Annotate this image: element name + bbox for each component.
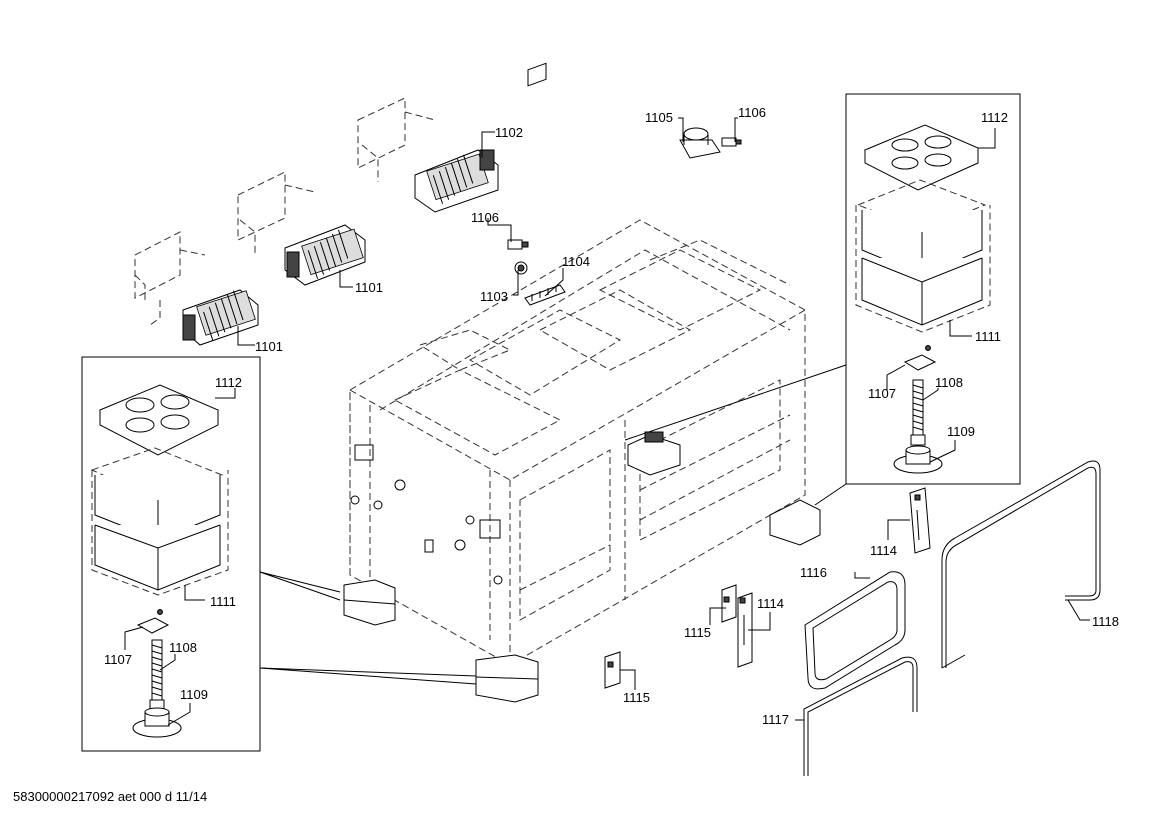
mounting-plate-1112-left	[98, 384, 220, 456]
fan-bracket-1	[134, 231, 206, 326]
part-label-1112: 1112	[215, 375, 242, 390]
part-label-1102: 1102	[495, 125, 523, 140]
hinge-1114-lower	[737, 592, 753, 668]
door-gasket-1116	[804, 571, 906, 690]
leader-lines	[124, 117, 1090, 735]
connector-lines-left	[259, 571, 477, 685]
part-label-1106: 1106	[471, 210, 499, 225]
part-label-1111: 1111	[210, 594, 236, 609]
hinge-1115-upper	[721, 584, 737, 623]
part-label-1117: 1117	[762, 712, 789, 727]
thermostat-1105	[679, 127, 721, 159]
mounting-plate-1112-right	[863, 124, 980, 191]
part-label-1107: 1107	[104, 652, 132, 667]
part-label-1103: 1103	[480, 289, 508, 304]
part-label-1109: 1109	[947, 424, 975, 439]
hinge-1115-lower	[604, 651, 621, 689]
cabinet-frame	[349, 219, 806, 666]
part-labels: 1101 1101 1102 1103 1104 1105 1106 1106 …	[104, 105, 1119, 727]
washer-1107-left	[136, 609, 170, 634]
part-label-1118: 1118	[1092, 614, 1119, 629]
part-label-1115: 1115	[684, 625, 711, 640]
fan-blower-1101b	[284, 224, 366, 286]
part-label-1101: 1101	[355, 280, 383, 295]
foot-1109-right	[893, 445, 943, 474]
fan-blower-1102	[414, 149, 499, 213]
part-label-1115: 1115	[623, 690, 650, 705]
part-label-1114: 1114	[870, 543, 897, 558]
foot-1109-left	[132, 707, 182, 738]
part-label-1105: 1105	[645, 110, 673, 125]
handle-rod-1118	[941, 460, 1101, 669]
hinge-1114-upper	[909, 487, 931, 554]
fan-bracket-2	[237, 171, 316, 255]
part-label-1101: 1101	[255, 339, 283, 354]
leg-cover-1111-right	[855, 179, 991, 333]
leg-cover-1111-left	[90, 447, 229, 596]
sensor-1106-top	[721, 137, 742, 147]
part-label-1108: 1108	[169, 640, 197, 655]
part-label-1104: 1104	[562, 254, 590, 269]
cabinet-feet	[343, 431, 821, 703]
terminal-block-1104	[524, 284, 566, 306]
leveling-bolt-1108-left	[149, 639, 165, 711]
part-label-1111: 1111	[975, 329, 1001, 344]
leveling-bolt-1108-right	[910, 379, 926, 446]
washer-1107-right	[903, 345, 937, 371]
part-label-1108: 1108	[935, 375, 963, 390]
connector-lines-right	[624, 364, 847, 506]
detail-box-left	[81, 356, 261, 752]
seal-1117	[803, 656, 918, 776]
part-label-1114: 1114	[757, 596, 784, 611]
sensor-1106-middle	[507, 239, 529, 250]
part-label-1106: 1106	[738, 105, 766, 120]
part-label-1116: 1116	[800, 565, 827, 580]
detail-box-right	[845, 93, 1021, 485]
part-label-1109: 1109	[180, 687, 208, 702]
document-id-footer: 58300000217092 aet 000 d 11/14	[13, 789, 208, 804]
fan-bracket-3	[357, 97, 436, 182]
part-label-1112: 1112	[981, 110, 1008, 125]
fan-blower-1101a	[182, 289, 259, 346]
part-label-1107: 1107	[868, 386, 896, 401]
